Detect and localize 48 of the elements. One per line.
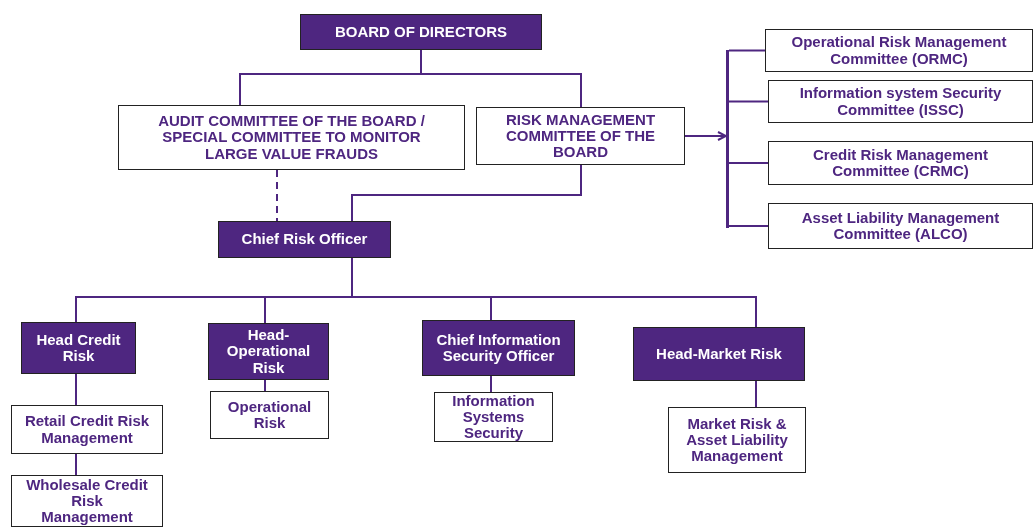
- committee-box: [118, 105, 465, 170]
- box-label: Chief Risk Officer: [241, 231, 368, 248]
- role-box: [422, 320, 575, 376]
- role-box: [633, 327, 805, 381]
- committee-box: [476, 107, 685, 165]
- connector-line: [728, 100, 769, 103]
- role-box: [300, 14, 542, 50]
- committee-box: [668, 407, 806, 473]
- committee-box: [11, 405, 163, 454]
- committee-box: [768, 141, 1033, 185]
- box-label: Operational Risk Management Committee (ORMC): [790, 34, 1008, 67]
- connector-line: [264, 379, 266, 392]
- role-box: [218, 221, 391, 258]
- committee-box: [434, 392, 553, 442]
- connector-line: [755, 380, 757, 408]
- committee-box: [768, 203, 1033, 249]
- committee-box: [765, 29, 1033, 72]
- connector-line: [351, 164, 582, 222]
- box-label: Retail Credit Risk Management: [23, 413, 151, 446]
- connector-line: [75, 373, 77, 406]
- connector-line: [276, 169, 278, 222]
- box-label: Asset Liability Management Committee (ALCO): [800, 209, 1001, 243]
- box-label: Chief Information Security Officer: [435, 331, 562, 365]
- connector-line: [728, 49, 766, 52]
- box-label: Market Risk & Asset Liability Management: [685, 415, 789, 465]
- box-label: BOARD OF DIRECTORS: [334, 23, 508, 41]
- box-label: Operational Risk: [226, 398, 313, 432]
- box-label: Information system Security Committee (ISSC): [798, 85, 1003, 118]
- box-label: Information Systems Security: [451, 392, 536, 442]
- box-label: Head-Market Risk: [656, 345, 782, 363]
- connector-line: [728, 162, 769, 164]
- committee-box: [210, 391, 329, 439]
- connector-line: [420, 49, 582, 108]
- connector-line: [684, 131, 727, 141]
- committee-box: [768, 80, 1033, 123]
- bracket-bar: [726, 50, 729, 228]
- committee-box: [11, 475, 163, 527]
- box-label: Head Credit Risk: [35, 331, 122, 365]
- box-label: AUDIT COMMITTEE OF THE BOARD / SPECIAL COMMITTEE TO MONITOR LARGE VALUE FRAUDS: [157, 113, 426, 162]
- connector-line: [75, 453, 77, 476]
- box-label: RISK MANAGEMENT COMMITTEE OF THE BOARD: [504, 111, 657, 161]
- box-label: Credit Risk Management Committee (CRMC): [811, 146, 989, 180]
- box-label: Wholesale Credit Risk Management: [25, 476, 149, 526]
- role-box: [21, 322, 136, 374]
- connector-line: [728, 225, 769, 227]
- box-label: Head-Operational Risk: [225, 327, 312, 376]
- role-box: [208, 323, 329, 380]
- connector-line: [490, 375, 492, 393]
